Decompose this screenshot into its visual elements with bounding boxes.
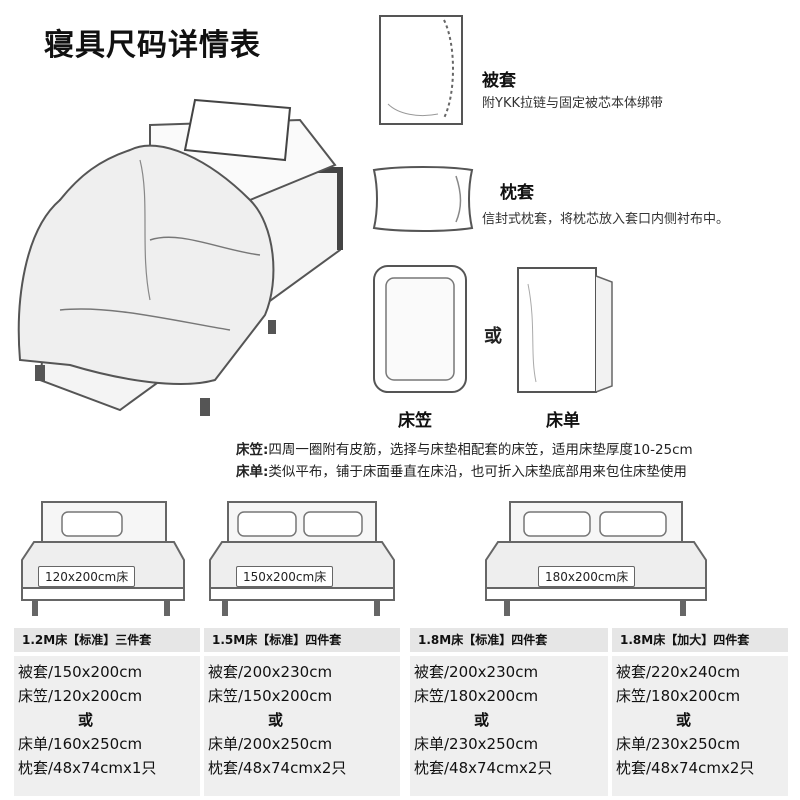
duvet-size: 被套/220x240cm [616,663,741,681]
fitted-size: 床笠/180x200cm [616,687,741,705]
bed-120-illustration [21,501,185,616]
duvet-cover-icon [379,15,463,125]
fitted-note-text: 四周一圈附有皮筋，选择与床垫相配套的床笠，适用床垫厚度10-25cm [268,442,693,458]
pillowcase-desc: 信封式枕套，将枕芯放入套口内侧衬布中。 [482,212,730,227]
set-header: 1.2M床【标准】三件套 [14,628,200,652]
duvet-cover-title: 被套 [482,71,516,91]
flat-sheet-title: 床单 [546,411,580,431]
duvet-size: 被套/150x200cm [18,663,143,681]
or-label: 或 [268,711,284,729]
fitted-sheet-icon [373,265,467,393]
flat-note-text: 类似平布，铺于床面垂直在床沿，也可折入床垫底部用来包住床垫使用 [268,464,687,480]
bed-180-illustration [485,501,707,616]
bed-size-label: 150x200cm床 [236,566,334,587]
or-label: 或 [78,711,94,729]
duvet-cover-desc: 附YKK拉链与固定被芯本体绑带 [482,96,663,111]
flat-sheet-icon [517,267,613,393]
pillowcase-title: 枕套 [500,183,534,203]
duvet-size: 被套/200x230cm [414,663,539,681]
set-column: 被套/200x230cm 床笠/150x200cm 或 床单/200x250cm… [204,656,400,796]
fitted-size: 床笠/180x200cm [414,687,539,705]
set-header: 1.5M床【标准】四件套 [204,628,400,652]
flat-size: 床单/160x250cm [18,735,143,753]
flat-size: 床单/230x250cm [414,735,539,753]
bed-size-label: 120x200cm床 [38,566,136,587]
or-label: 或 [484,326,502,347]
fitted-size: 床笠/150x200cm [208,687,333,705]
duvet-size: 被套/200x230cm [208,663,333,681]
pillow-size: 枕套/48x74cmx2只 [208,759,347,777]
page-title: 寝具尺码详情表 [44,28,261,63]
bed-size-label: 180x200cm床 [538,566,636,587]
pillow-size: 枕套/48x74cmx2只 [616,759,755,777]
flat-size: 床单/230x250cm [616,735,741,753]
pillow-size: 枕套/48x74cmx2只 [414,759,553,777]
fitted-note-label: 床笠: [236,442,269,458]
fitted-sheet-title: 床笠 [398,411,432,431]
set-column: 被套/150x200cm 床笠/120x200cm 或 床单/160x250cm… [14,656,200,796]
set-header: 1.8M床【标准】四件套 [410,628,608,652]
pillowcase-icon [372,166,474,232]
set-header: 1.8M床【加大】四件套 [612,628,788,652]
flat-size: 床单/200x250cm [208,735,333,753]
bed-illustration [17,98,343,416]
set-column: 被套/200x230cm 床笠/180x200cm 或 床单/230x250cm… [410,656,608,796]
flat-note-label: 床单: [236,464,269,480]
fitted-sheet-note: 床笠:四周一圈附有皮筋，选择与床垫相配套的床笠，适用床垫厚度10-25cm [236,438,693,458]
flat-sheet-note: 床单:类似平布，铺于床面垂直在床沿，也可折入床垫底部用来包住床垫使用 [236,460,687,480]
bed-150-illustration [209,501,395,616]
fitted-size: 床笠/120x200cm [18,687,143,705]
set-column: 被套/220x240cm 床笠/180x200cm 或 床单/230x250cm… [612,656,788,796]
pillow-size: 枕套/48x74cmx1只 [18,759,157,777]
or-label: 或 [676,711,692,729]
or-label: 或 [474,711,490,729]
